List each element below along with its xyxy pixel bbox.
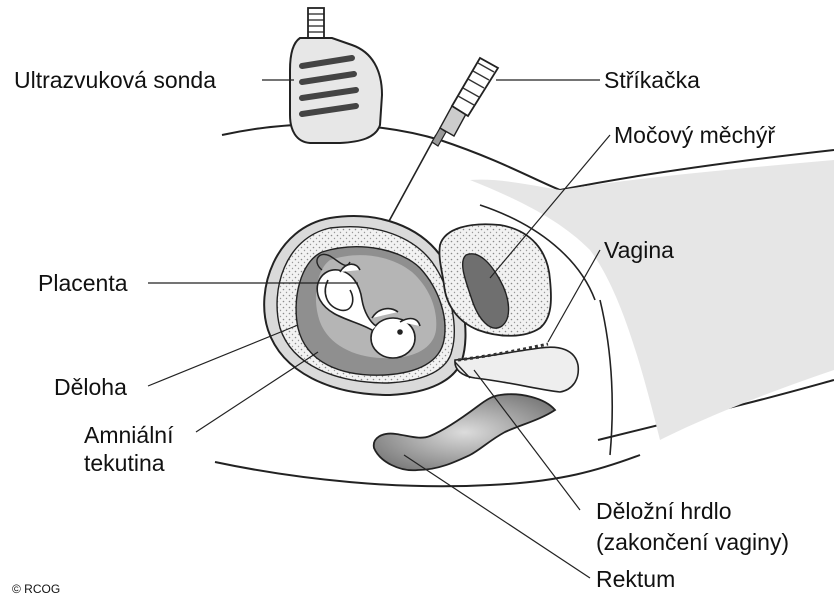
- label-placenta: Placenta: [38, 270, 128, 296]
- label-bladder: Močový měchýř: [614, 122, 775, 148]
- label-cervix-1: Děložní hrdlo: [596, 498, 732, 524]
- label-syringe: Stříkačka: [604, 67, 700, 93]
- label-amniotic-fluid-1: Amniální: [84, 422, 173, 448]
- label-rectum: Rektum: [596, 566, 675, 592]
- label-vagina: Vagina: [604, 237, 674, 263]
- vagina: [455, 344, 578, 392]
- label-amniotic-fluid-2: tekutina: [84, 450, 165, 476]
- label-uterus: Děloha: [54, 374, 127, 400]
- rectum: [374, 394, 555, 470]
- ultrasound-probe: [290, 8, 382, 143]
- copyright: © RCOG: [12, 582, 60, 596]
- pelvic-inner-line-2: [600, 300, 612, 455]
- label-cervix-2: (zakončení vaginy): [596, 529, 789, 555]
- label-ultrasound-probe: Ultrazvuková sonda: [14, 67, 216, 93]
